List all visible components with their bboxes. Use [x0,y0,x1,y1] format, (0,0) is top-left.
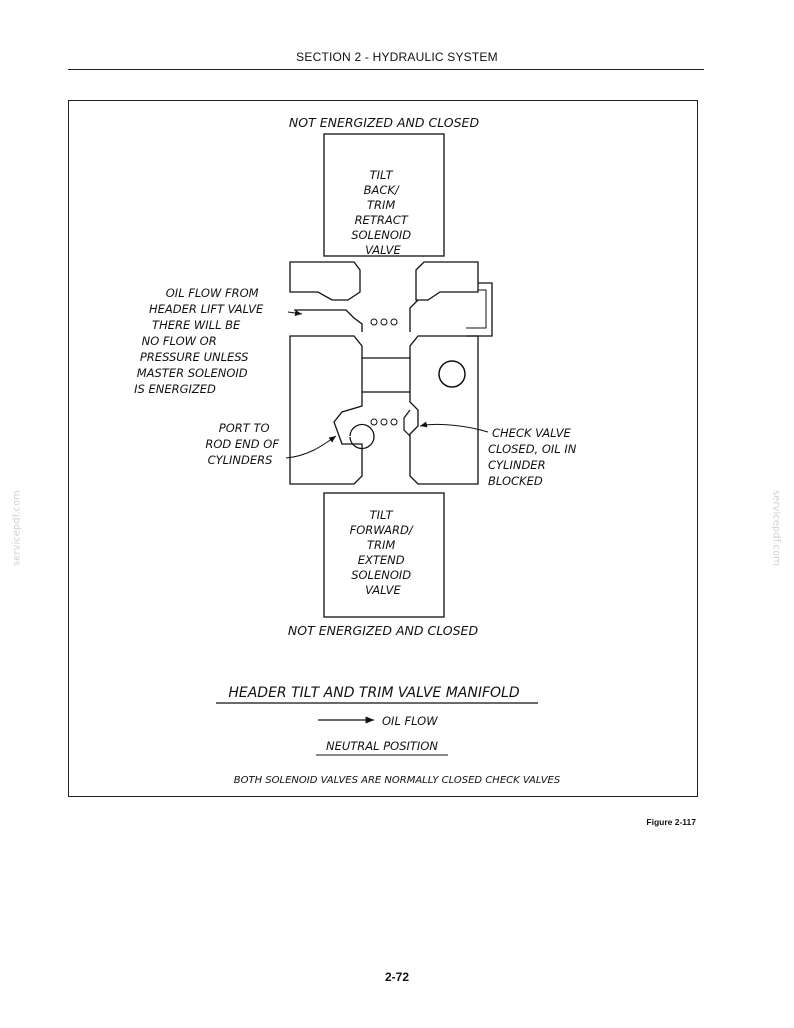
upper-valve-label: TILT BACK/ TRIM RETRACT SOLENOID VALVE [351,168,415,257]
valve-manifold-diagram: NOT ENERGIZED AND CLOSED NOT ENERGIZED A… [134,115,580,786]
lower-valve-line: FORWARD/ [350,523,414,537]
upper-passage-circle [380,318,388,326]
oil-flow-line: MASTER SOLENOID [137,366,248,380]
lower-valve-line: EXTEND [358,553,405,567]
upper-valve-line: TRIM [367,198,395,212]
port-line: CYLINDERS [208,453,273,467]
header-rule [68,69,704,70]
check-valve-line: BLOCKED [488,474,543,488]
return-line [466,282,493,337]
upper-right-valve-seat [409,299,419,332]
oil-flow-line: HEADER LIFT VALVE [149,302,264,316]
lower-valve-line: TILT [370,508,394,522]
oil-flow-legend-label: OIL FLOW [382,714,438,728]
check-valve-line: CHECK VALVE [492,426,572,440]
oil-flow-line: OIL FLOW FROM [166,286,259,300]
watermark-left: servicepdf.com [11,490,23,566]
upper-passage-circle [370,318,378,326]
oil-flow-line: NO FLOW OR [142,334,217,348]
port-leader [285,435,337,459]
lower-passage-circle [370,418,378,426]
oil-flow-leader [287,310,303,316]
upper-left-valve-seat [294,309,363,332]
diagram-footnote: BOTH SOLENOID VALVES ARE NORMALLY CLOSED… [234,775,561,786]
port-line: ROD END OF [205,437,279,451]
check-valve-leader [419,421,489,433]
manifold-left-upper-block [289,261,361,301]
top-status-label: NOT ENERGIZED AND CLOSED [289,115,480,130]
upper-valve-line: VALVE [365,243,401,257]
manifold-left-main-block [289,335,363,485]
section-header: SECTION 2 - HYDRAULIC SYSTEM [296,50,498,64]
figure-frame [68,100,698,797]
upper-passage-circle [390,318,398,326]
oil-flow-line: PRESSURE UNLESS [140,350,249,364]
upper-valve-line: BACK/ [364,183,400,197]
check-valve-line: CLOSED, OIL IN [488,442,577,456]
lower-passage-circle [380,418,388,426]
oil-flow-annotation: OIL FLOW FROM HEADER LIFT VALVE THERE WI… [134,286,267,396]
position-label: NEUTRAL POSITION [326,739,438,753]
oil-flow-line: THERE WILL BE [152,318,241,332]
rod-end-port [349,423,375,450]
manifold-plug-circle [438,360,466,388]
port-annotation: PORT TO ROD END OF CYLINDERS [205,421,282,467]
watermark-right: servicepdf.com [770,490,782,566]
oil-flow-line: IS ENERGIZED [134,382,216,396]
check-valve-annotation: CHECK VALVE CLOSED, OIL IN CYLINDER BLOC… [488,426,580,488]
upper-valve-line: SOLENOID [351,228,411,242]
manifold-right-upper-block [415,261,479,301]
page-number: 2-72 [384,970,410,984]
upper-valve-line: RETRACT [355,213,409,227]
lower-valve-label: TILT FORWARD/ TRIM EXTEND SOLENOID VALVE [350,508,417,597]
lower-solenoid-valve-body [323,492,445,618]
figure-caption: Figure 2-117 [646,817,696,827]
port-line: PORT TO [219,421,270,435]
lower-passage-circle [390,418,398,426]
lower-valve-line: VALVE [365,583,401,597]
return-line-inner [466,289,487,329]
lower-valve-line: SOLENOID [351,568,411,582]
diagram-title: HEADER TILT AND TRIM VALVE MANIFOLD [228,685,519,701]
lower-valve-line: TRIM [367,538,395,552]
check-valve-line: CYLINDER [488,458,546,472]
bottom-status-label: NOT ENERGIZED AND CLOSED [288,623,479,638]
check-valve-seat [403,409,411,437]
upper-valve-line: TILT [370,168,394,182]
manifold-right-main-block [409,335,479,485]
upper-solenoid-valve-body [323,133,445,257]
